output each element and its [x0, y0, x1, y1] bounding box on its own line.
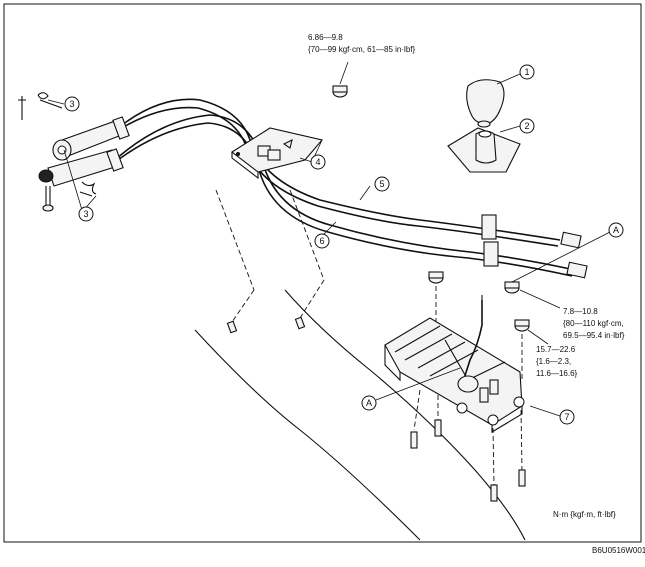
- nut-top: [332, 85, 348, 98]
- svg-text:{80—110 kgf·cm,: {80—110 kgf·cm,: [563, 319, 624, 328]
- nut-shifter-right: [514, 319, 530, 332]
- svg-text:A: A: [366, 398, 372, 408]
- svg-text:4: 4: [315, 157, 320, 167]
- svg-text:6.86—9.8: 6.86—9.8: [308, 33, 343, 42]
- svg-text:69.5—95.4 in·lbf}: 69.5—95.4 in·lbf}: [563, 331, 625, 340]
- callout-3-lower: 3: [78, 206, 94, 222]
- callout-4: 4: [310, 154, 326, 170]
- callout-5: 5: [374, 176, 390, 192]
- torque-spec-right: 7.8—10.8 {80—110 kgf·cm, 69.5—95.4 in·lb…: [563, 307, 625, 340]
- shift-knob: [466, 79, 505, 128]
- bolt-left: [42, 186, 54, 212]
- cable-bracket: [231, 127, 324, 180]
- svg-text:3: 3: [83, 209, 88, 219]
- pin-left: [18, 96, 26, 120]
- svg-text:A: A: [613, 225, 619, 235]
- svg-text:5: 5: [379, 179, 384, 189]
- callout-6: 6: [314, 233, 330, 249]
- cable-6: [114, 114, 576, 271]
- svg-text:11.6—16.6}: 11.6—16.6}: [536, 369, 578, 378]
- nut-right: [504, 281, 520, 294]
- callout-2: 2: [519, 118, 535, 134]
- shifter-assembly: [384, 295, 525, 433]
- torque-spec-shifter: 15.7—22.6 {1.6—2.3, 11.6—16.6}: [536, 345, 578, 378]
- svg-text:7.8—10.8: 7.8—10.8: [563, 307, 598, 316]
- callout-A-upper: A: [608, 222, 624, 238]
- svg-text:3: 3: [69, 99, 74, 109]
- cable-6-inner: [109, 122, 573, 277]
- clip-lower: [79, 181, 97, 197]
- svg-text:6: 6: [319, 236, 324, 246]
- svg-text:{1.6—2.3,: {1.6—2.3,: [536, 357, 571, 366]
- callout-7: 7: [559, 409, 575, 425]
- shift-boot: [447, 127, 521, 173]
- cable-5: [117, 98, 561, 241]
- callout-1: 1: [519, 64, 535, 80]
- svg-text:2: 2: [524, 121, 529, 131]
- svg-text:{70—99 kgf·cm, 61—85 in·lbf}: {70—99 kgf·cm, 61—85 in·lbf}: [308, 45, 415, 54]
- cable-right-ends: [481, 214, 588, 279]
- svg-text:7: 7: [564, 412, 569, 422]
- border: [3, 3, 642, 543]
- svg-text:1: 1: [524, 67, 529, 77]
- cable-end-lower: [38, 148, 124, 187]
- nut-shifter-left: [428, 271, 444, 284]
- floor-line-1: [194, 329, 421, 541]
- torque-spec-top: 6.86—9.8 {70—99 kgf·cm, 61—85 in·lbf}: [308, 33, 415, 54]
- unit-note: N·m {kgf·m, ft·lbf}: [553, 510, 616, 519]
- clip-upper: [37, 92, 63, 109]
- studs: [226, 316, 526, 502]
- figure-code: B6U0516W001: [592, 546, 645, 555]
- floor-line-2: [284, 289, 526, 541]
- cable-5-inner: [111, 106, 559, 247]
- callout-3-upper: 3: [64, 96, 80, 112]
- shift-cables: [109, 98, 576, 277]
- callout-A-lower: A: [361, 395, 377, 411]
- cable-end-upper: [52, 116, 130, 161]
- svg-text:15.7—22.6: 15.7—22.6: [536, 345, 576, 354]
